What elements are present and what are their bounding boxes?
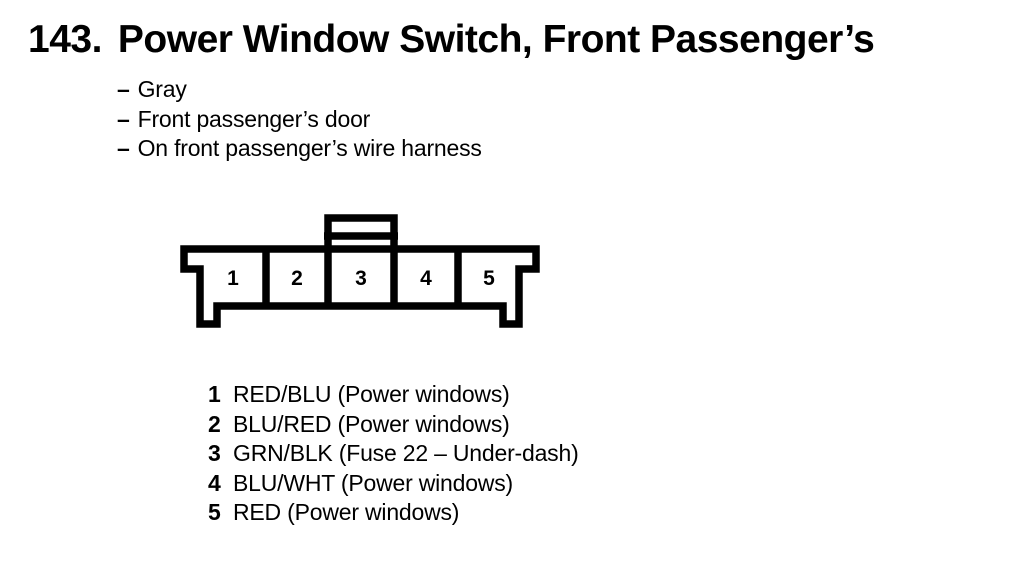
attribute-text: Gray — [137, 76, 187, 102]
connector-housing — [180, 245, 540, 328]
pinout-row: 5 RED (Power windows) — [208, 498, 579, 528]
pinout-row: 1 RED/BLU (Power windows) — [208, 380, 579, 410]
page-title: Power Window Switch, Front Passenger’s — [117, 18, 875, 61]
pin-cavity-label: 3 — [355, 267, 367, 290]
attribute-item: – Front passenger’s door — [117, 105, 482, 135]
pinout-pin-number: 4 — [208, 469, 221, 496]
pinout-wire-desc: RED (Power windows) — [233, 499, 460, 525]
pinout-row: 3 GRN/BLK (Fuse 22 – Under-dash) — [208, 439, 579, 469]
pinout-pin-number: 5 — [208, 499, 221, 525]
pinout-wire-desc: GRN/BLK (Fuse 22 – Under-dash) — [233, 440, 579, 466]
pinout-row: 2 BLU/RED (Power windows) — [208, 410, 579, 440]
pinout-pin-number: 1 — [208, 381, 221, 407]
pinout-pin-number: 3 — [208, 440, 221, 466]
section-number: 143. — [28, 18, 102, 61]
pin-cavity-label: 4 — [420, 267, 432, 290]
pinout-wire-desc: RED/BLU (Power windows) — [233, 381, 510, 407]
attribute-item: – Gray — [117, 75, 482, 105]
pinout-wire-desc: BLU/RED (Power windows) — [233, 410, 510, 437]
attribute-text: Front passenger’s door — [137, 105, 371, 132]
bullet-dash: – — [117, 76, 130, 102]
pinout-row: 4 BLU/WHT (Power windows) — [208, 469, 579, 499]
attribute-item: – On front passenger’s wire harness — [117, 134, 482, 164]
pin-cavity-label: 2 — [291, 267, 303, 290]
pin-cavity-label: 5 — [483, 267, 495, 290]
cavity-divider — [262, 247, 462, 307]
pinout-pin-number: 2 — [208, 410, 221, 437]
pinout-wire-desc: BLU/WHT (Power windows) — [233, 469, 513, 496]
section-heading: 143. Power Window Switch, Front Passenge… — [28, 18, 875, 61]
bullet-dash: – — [117, 135, 130, 161]
attribute-list: – Gray – Front passenger’s door – On fro… — [117, 75, 482, 164]
pin-cavity-label: 1 — [227, 267, 239, 290]
pinout-list: 1 RED/BLU (Power windows) 2 BLU/RED (Pow… — [208, 380, 579, 528]
attribute-text: On front passenger’s wire harness — [137, 135, 482, 161]
bullet-dash: – — [117, 105, 130, 132]
